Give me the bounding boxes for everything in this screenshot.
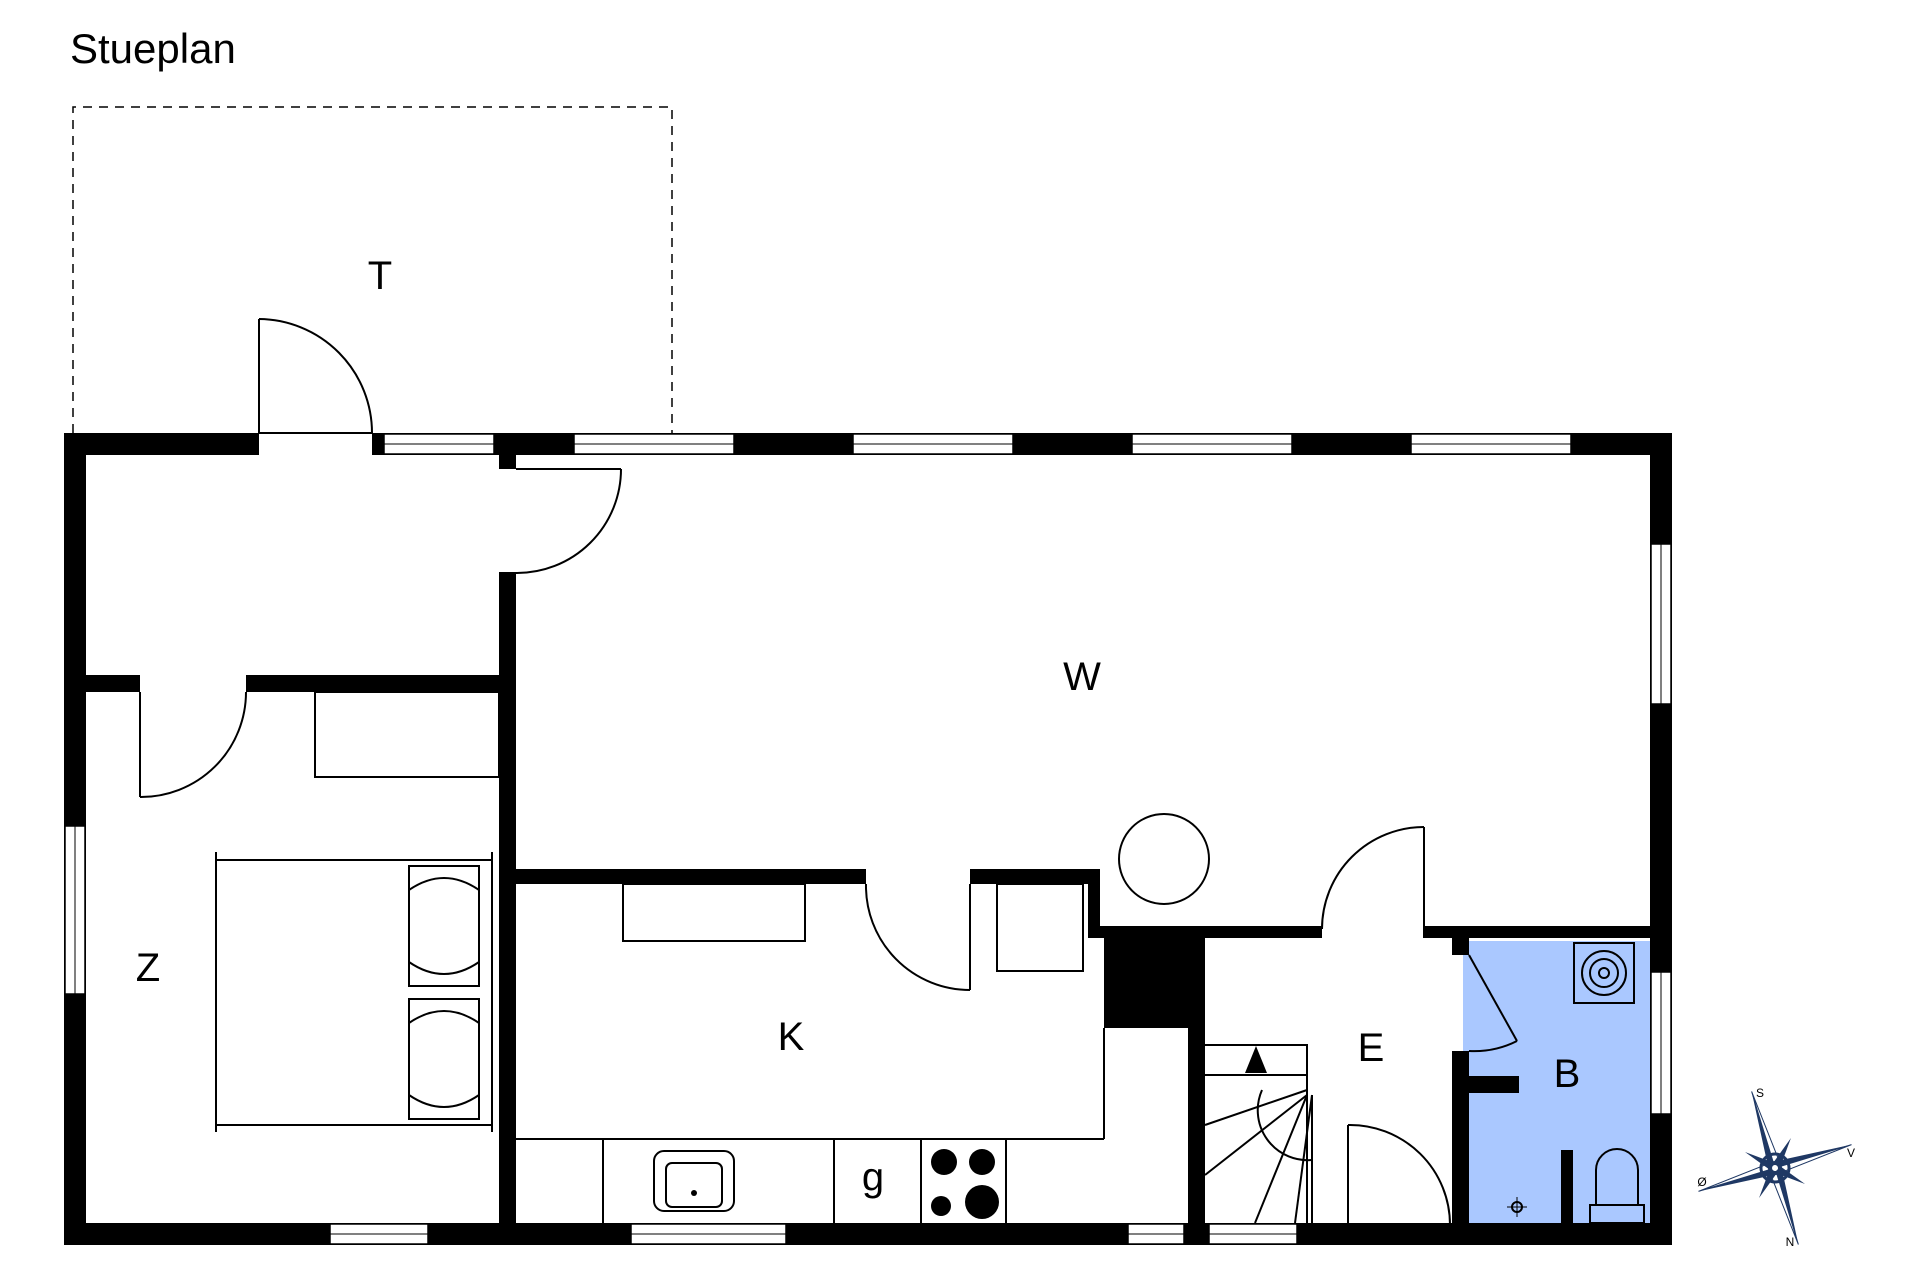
room-label-bathroom: B [1554, 1052, 1581, 1096]
toilet [1589, 1148, 1645, 1224]
room-label-bedroom: Z [136, 946, 160, 990]
windows [64, 433, 1672, 1245]
fridge [996, 883, 1084, 972]
compass-label-n: N [1786, 1235, 1795, 1249]
staircase [1204, 1044, 1313, 1224]
stove [931, 1149, 999, 1219]
compass-label-s: S [1756, 1086, 1764, 1100]
entrance-hall-door [1321, 826, 1425, 938]
front-door [1347, 1123, 1451, 1245]
floor-drain [1507, 1197, 1527, 1217]
bathroom-door [1468, 954, 1518, 1053]
interior-walls [86, 433, 1650, 1223]
room-label-g: g [862, 1155, 884, 1199]
terrace-door [258, 318, 373, 455]
room-label-kitchen: K [778, 1015, 805, 1059]
plan-title: Stueplan [70, 25, 236, 72]
living-door [499, 468, 622, 575]
compass-label-o: Ø [1697, 1175, 1706, 1189]
kitchen-wall-cabinet [622, 883, 806, 942]
compass-rose-icon [1698, 1091, 1852, 1245]
room-label-entrance: E [1358, 1026, 1385, 1070]
bed [215, 852, 493, 1132]
washbasin [1573, 942, 1635, 1004]
kitchen-counter [516, 1028, 1105, 1223]
compass-label-v: V [1847, 1146, 1855, 1160]
room-label-terrace: T [368, 254, 392, 298]
wardrobe [314, 691, 500, 778]
bedroom-door [139, 691, 247, 799]
exterior-walls [64, 433, 1672, 1245]
room-label-living: W [1063, 655, 1101, 699]
kitchen-door [864, 883, 971, 991]
terrace-outline [72, 106, 673, 433]
sink [653, 1150, 735, 1212]
round-table [1118, 813, 1210, 905]
